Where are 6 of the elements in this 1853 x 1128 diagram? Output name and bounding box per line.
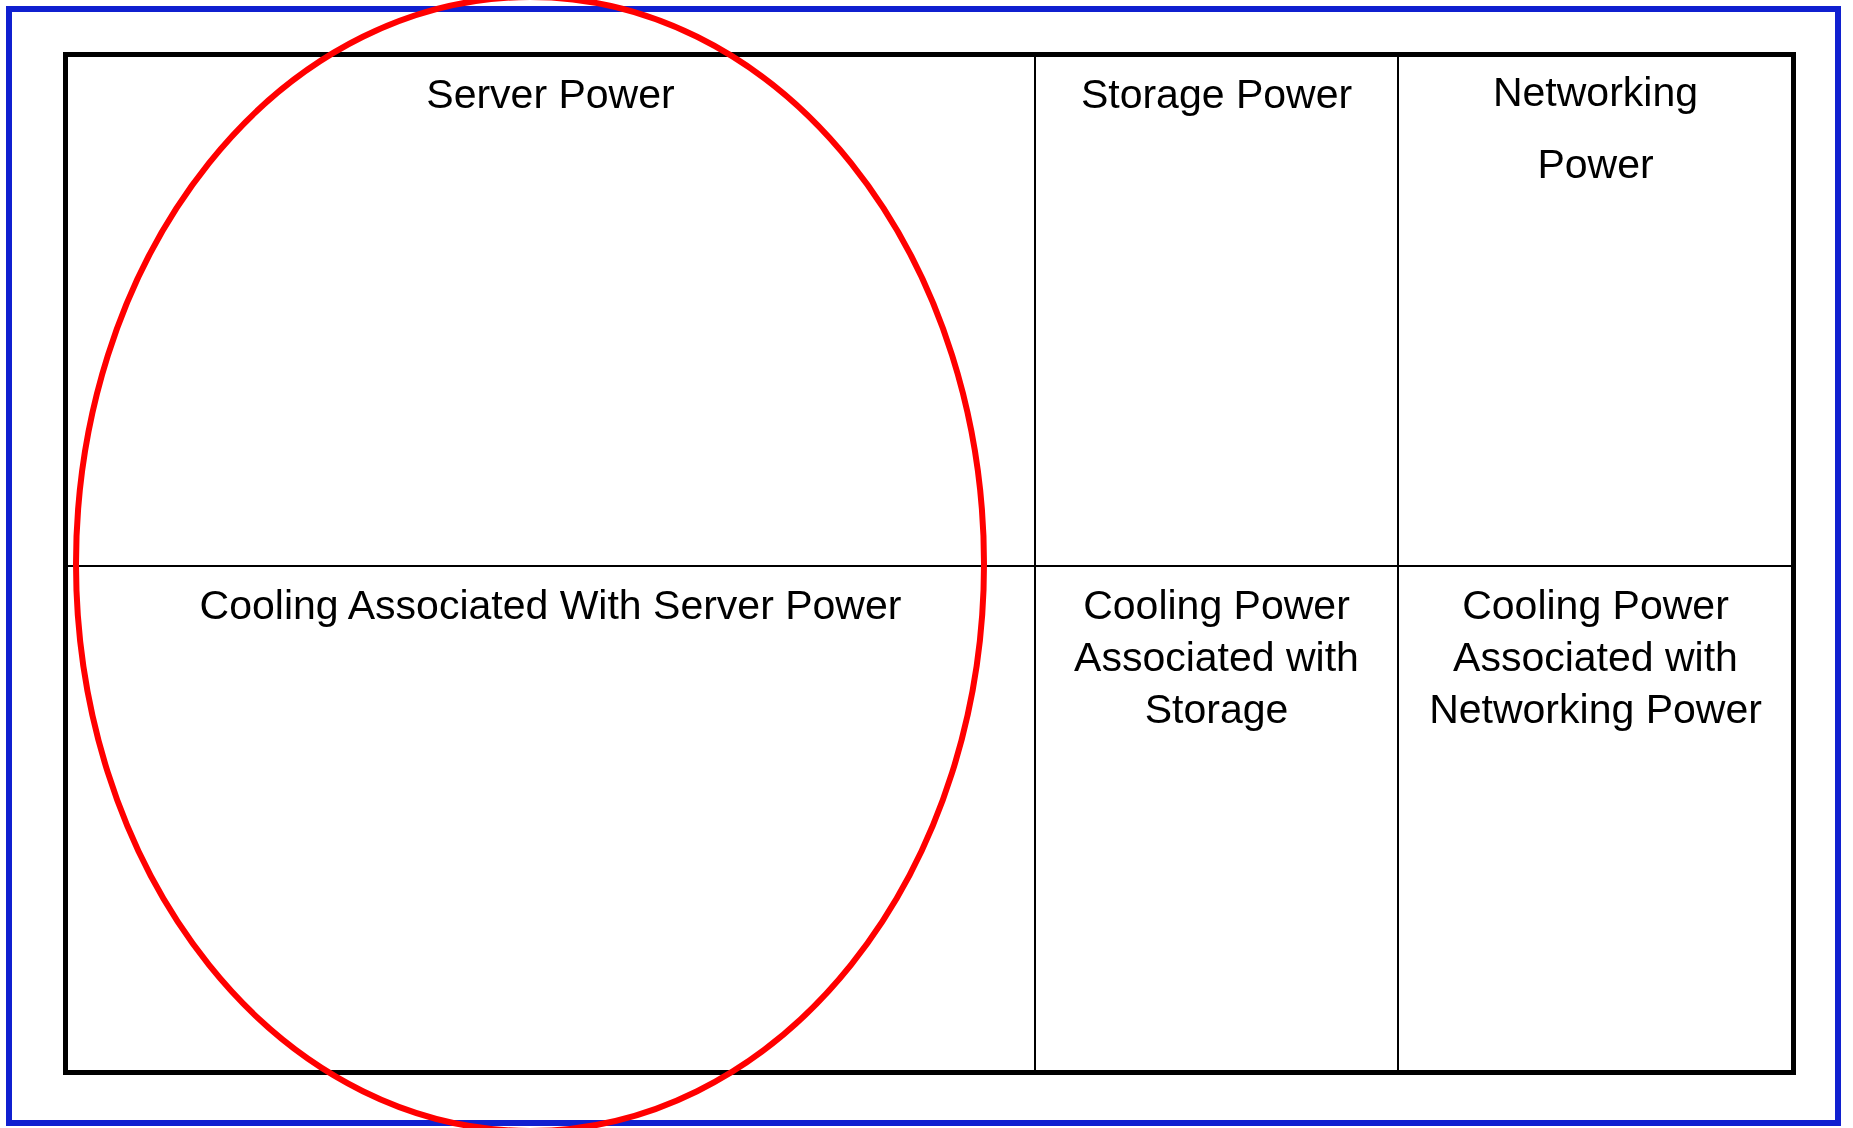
cell-heading: Server Power <box>426 70 675 119</box>
cell-heading: Cooling Associated With Server Power <box>199 581 902 630</box>
cell-heading: Cooling Power Associated with Networking Power <box>1428 581 1763 734</box>
cell-heading: Networking Power <box>1491 68 1700 189</box>
cell-heading: Cooling Power Associated with Storage <box>1073 581 1360 734</box>
cell-heading: Storage Power <box>1080 70 1353 119</box>
